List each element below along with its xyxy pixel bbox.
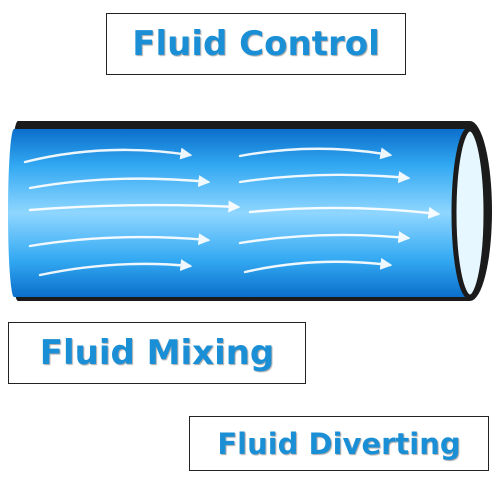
flow-arrows [23,147,441,277]
flow-arrow-icon [243,257,393,274]
flow-arrow-icon [38,259,193,277]
flow-arrow-icon [28,233,211,248]
fluid-diverting-label: Fluid Diverting [189,416,489,471]
flow-arrow-icon [238,147,393,160]
flow-arrow-icon [23,147,193,164]
flow-arrow-icon [238,231,411,245]
flow-arrow-icon [28,175,211,190]
pipe-body [8,129,488,297]
flow-arrow-icon [248,206,441,219]
flow-arrow-icon [28,200,241,213]
fluid-control-label: Fluid Control [106,13,406,75]
flow-arrow-icon [238,171,411,184]
pipe-opening [451,126,489,300]
fluid-mixing-label: Fluid Mixing [8,322,306,384]
